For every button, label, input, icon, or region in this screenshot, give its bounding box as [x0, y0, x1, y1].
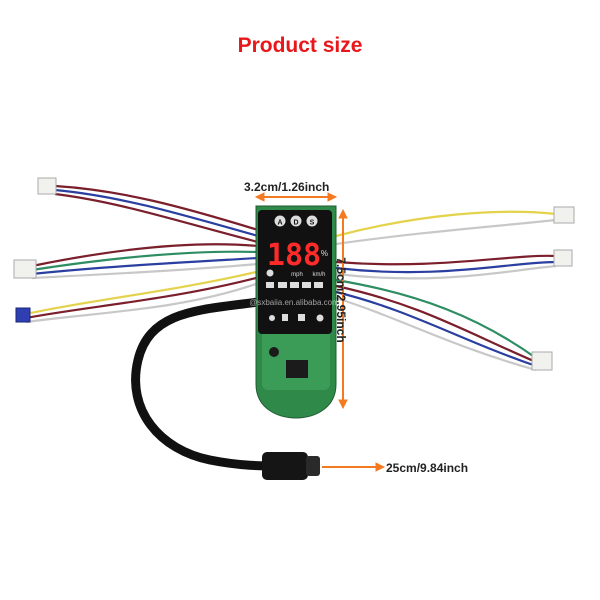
percent-sign: %: [321, 249, 328, 258]
black-cable: [131, 297, 287, 471]
lock-icon: [282, 314, 288, 321]
height-dimension-label: 7.5cm/2.95inch: [334, 257, 348, 343]
status-icons: [269, 314, 324, 322]
unit-kmh: km/h: [312, 272, 325, 278]
battery-bars: [266, 282, 323, 288]
width-dimension-label: 3.2cm/1.26inch: [244, 180, 330, 194]
height-dimension-arrow: [338, 208, 348, 410]
light-icon: [269, 315, 275, 321]
button-d: [290, 215, 302, 227]
connector-right-top: [553, 206, 575, 224]
mode-icon: [298, 314, 305, 321]
connector-right-bottom: [531, 351, 553, 371]
button-s: [306, 215, 318, 227]
button-d-label: D: [293, 220, 298, 227]
right-wire-harness: [335, 210, 557, 372]
connector-left-middle: [13, 259, 37, 279]
left-wire-harness: [25, 184, 259, 324]
product-size-title: Product size: [237, 34, 363, 57]
connector-left-blue: [15, 307, 31, 323]
pcb-capacitor: [269, 347, 279, 357]
connector-left-top: [37, 177, 57, 195]
connector-right-middle: [553, 249, 573, 267]
button-s-label: S: [310, 220, 315, 227]
cable-plug: [262, 452, 308, 480]
button-a: [274, 215, 286, 227]
width-dimension-arrow: [254, 192, 338, 202]
cable-length-label: 25cm/9.84inch: [386, 461, 469, 475]
watermark: @sxbaiia.en.alibaba.com: [249, 298, 339, 307]
speed-digits: 188: [267, 238, 321, 273]
warning-icon: [316, 314, 324, 322]
cable-plug-tip: [306, 456, 320, 476]
thermometer-icon: [266, 269, 274, 277]
button-a-label: A: [277, 220, 282, 227]
unit-mph: mph: [291, 272, 303, 278]
display-panel: [258, 210, 332, 334]
pcb-chip: [286, 360, 308, 378]
cable-length-arrow: [322, 462, 386, 472]
